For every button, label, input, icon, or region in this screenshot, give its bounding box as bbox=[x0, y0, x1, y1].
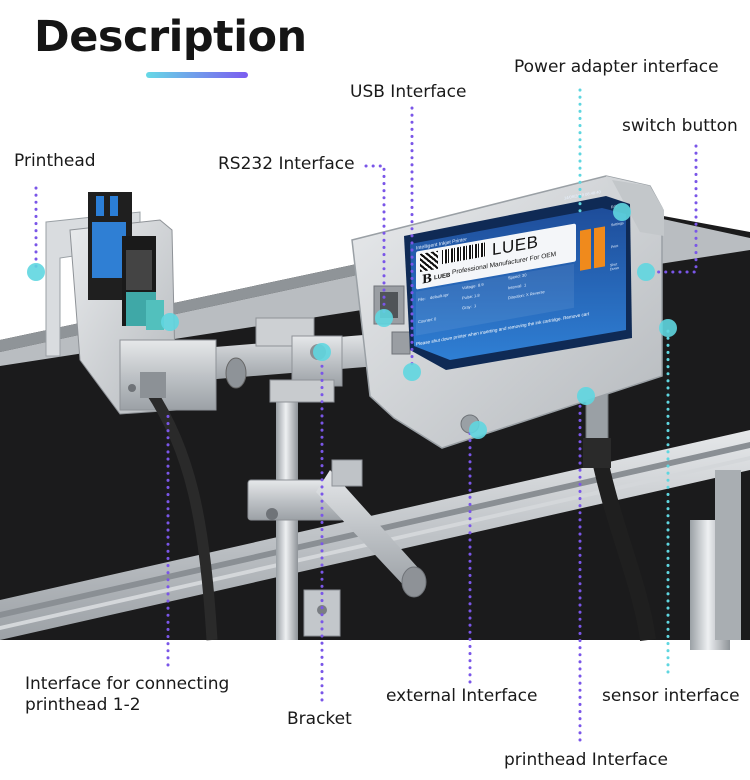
label-sensor: sensor interface bbox=[602, 686, 740, 706]
label-interface-printhead-2: printhead 1-2 bbox=[25, 695, 141, 715]
marker-switch bbox=[637, 263, 655, 281]
marker-rs232 bbox=[375, 309, 393, 327]
label-switch-button: switch button bbox=[622, 116, 738, 136]
label-printhead-interface: printhead Interface bbox=[504, 750, 668, 770]
label-interface-printhead-1: Interface for connecting bbox=[25, 674, 230, 694]
marker-interface-printhead bbox=[161, 313, 179, 331]
marker-external bbox=[469, 421, 487, 439]
label-external: external Interface bbox=[386, 686, 538, 706]
label-rs232: RS232 Interface bbox=[218, 154, 355, 174]
label-power-adapter: Power adapter interface bbox=[514, 57, 719, 77]
label-usb: USB Interface bbox=[350, 82, 467, 102]
marker-printhead-interface bbox=[577, 387, 595, 405]
label-printhead: Printhead bbox=[14, 151, 96, 171]
marker-power bbox=[613, 203, 631, 221]
marker-printhead bbox=[27, 263, 45, 281]
cables bbox=[140, 372, 656, 642]
marker-sensor bbox=[659, 319, 677, 337]
marker-usb bbox=[403, 363, 421, 381]
page-title: Description bbox=[34, 12, 307, 62]
bracket-post bbox=[247, 390, 427, 640]
title-underline bbox=[146, 72, 248, 78]
leader-switch bbox=[654, 144, 698, 274]
marker-bracket bbox=[313, 343, 331, 361]
printhead-holder bbox=[45, 192, 217, 415]
label-bracket: Bracket bbox=[287, 709, 352, 729]
leader-rs232 bbox=[364, 164, 386, 318]
